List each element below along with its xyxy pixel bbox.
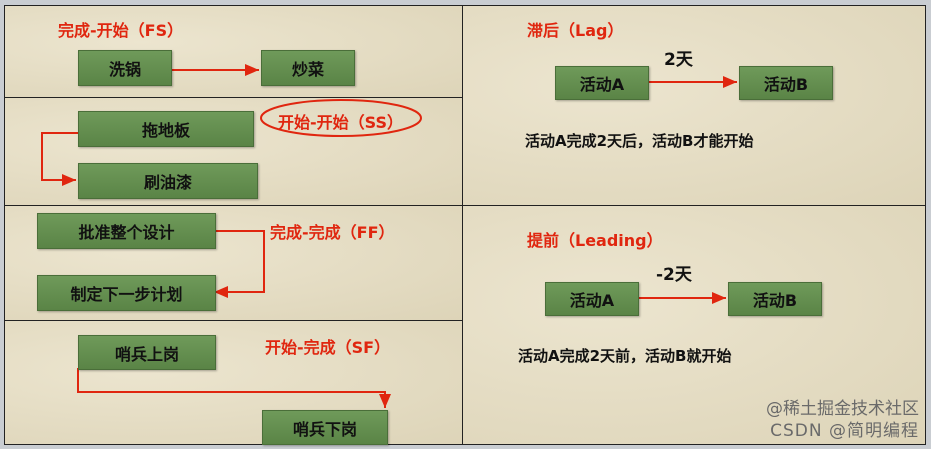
- ff-title: 完成-完成（FF）: [270, 223, 395, 242]
- lead-delay: -2天: [656, 265, 692, 285]
- ff-activity-a: 批准整个设计: [37, 213, 216, 249]
- watermark-secondary: CSDN @简明编程: [770, 421, 919, 441]
- ss-activity-a: 拖地板: [78, 111, 254, 147]
- ff-arrow: [214, 230, 265, 298]
- lag-title: 滞后（Lag）: [527, 21, 624, 40]
- lag-activity-a: 活动A: [555, 66, 649, 100]
- fs-activity-a: 洗锅: [78, 50, 172, 86]
- lag-delay: 2天: [664, 50, 693, 70]
- fs-title: 完成-开始（FS）: [58, 21, 184, 40]
- lead-panel: [462, 205, 926, 445]
- lead-activity-a: 活动A: [545, 282, 639, 316]
- ss-highlight-oval: [260, 99, 422, 137]
- lag-description: 活动A完成2天后，活动B才能开始: [525, 132, 754, 150]
- lead-description: 活动A完成2天前，活动B就开始: [518, 347, 732, 365]
- sf-title: 开始-完成（SF）: [265, 338, 391, 357]
- sf-arrow: [77, 368, 391, 408]
- watermark: @稀土掘金技术社区: [766, 399, 919, 419]
- lead-activity-b: 活动B: [728, 282, 822, 316]
- sf-activity-a: 哨兵上岗: [78, 335, 216, 370]
- ss-arrow: [41, 132, 78, 186]
- sf-activity-b: 哨兵下岗: [262, 410, 388, 445]
- lead-title: 提前（Leading）: [527, 231, 663, 250]
- ss-activity-b: 刷油漆: [78, 163, 258, 199]
- fs-activity-b: 炒菜: [261, 50, 355, 86]
- lag-panel: [462, 5, 926, 206]
- lag-activity-b: 活动B: [739, 66, 833, 100]
- ss-title: 开始-开始（SS）: [278, 113, 403, 132]
- ff-activity-b: 制定下一步计划: [37, 275, 216, 311]
